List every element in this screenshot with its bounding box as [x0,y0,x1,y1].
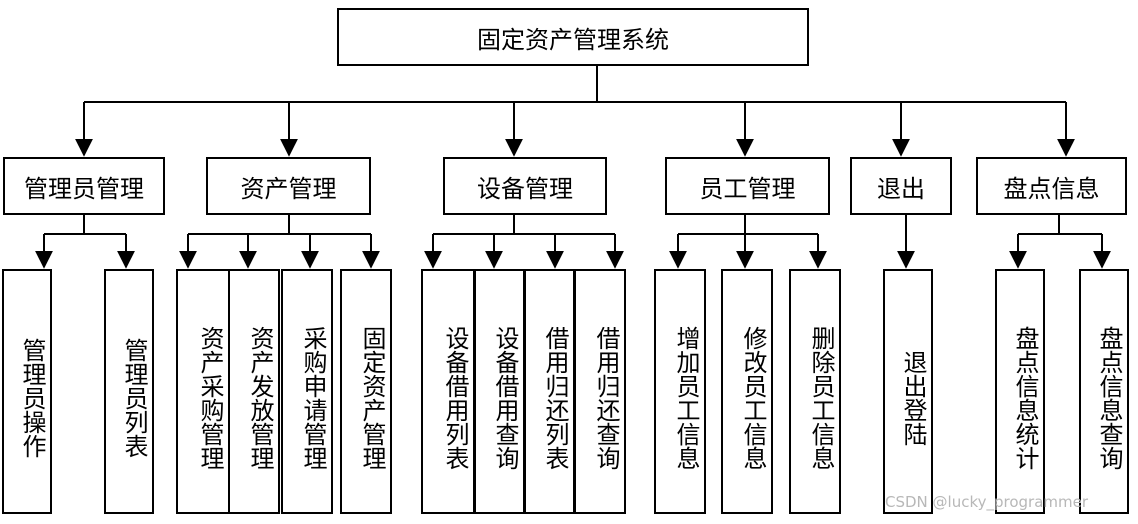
leaf-label: 删除员工信息 [807,325,835,470]
leaf-return-query: 借用归还查询 [574,269,626,514]
section-label: 管理员管理 [24,174,144,203]
leaf-label: 资产发放管理 [246,325,274,470]
leaf-label: 管理员操作 [18,337,46,458]
leaf-delete-employee: 删除员工信息 [789,269,841,514]
leaf-label: 采购申请管理 [299,325,327,470]
leaf-label: 借用归还查询 [592,325,620,470]
leaf-label: 增加员工信息 [672,325,700,470]
section-label: 资产管理 [240,174,337,203]
section-employee-management: 员工管理 [665,157,830,215]
leaf-admin-list: 管理员列表 [104,269,154,514]
section-equipment-management: 设备管理 [443,157,607,215]
leaf-label: 固定资产管理 [358,325,386,470]
leaf-asset-purchase: 资产采购管理 [176,269,230,514]
leaf-purchase-request: 采购申请管理 [281,269,333,514]
leaf-logout: 退出登陆 [883,269,933,514]
leaf-label: 修改员工信息 [739,325,767,470]
leaf-label: 盘点信息查询 [1095,325,1123,470]
leaf-label: 管理员列表 [120,337,148,458]
leaf-inventory-query: 盘点信息查询 [1079,269,1129,514]
section-inventory-info: 盘点信息 [976,157,1127,215]
section-label: 盘点信息 [1003,174,1100,203]
leaf-label: 资产采购管理 [196,325,224,470]
leaf-label: 设备借用列表 [441,325,469,470]
leaf-label: 盘点信息统计 [1011,325,1039,470]
watermark: CSDN @lucky_programmer [885,493,1089,511]
root-label: 固定资产管理系统 [477,25,669,54]
leaf-label: 借用归还列表 [541,325,569,470]
leaf-inventory-stats: 盘点信息统计 [995,269,1045,514]
section-asset-management: 资产管理 [206,157,371,215]
leaf-equipment-borrow-list: 设备借用列表 [421,269,475,514]
section-label: 设备管理 [477,174,573,203]
section-label: 退出 [877,174,925,203]
leaf-label: 设备借用查询 [491,325,519,470]
leaf-asset-distribution: 资产发放管理 [228,269,280,514]
leaf-equipment-borrow-query: 设备借用查询 [474,269,525,514]
leaf-fixed-asset: 固定资产管理 [340,269,392,514]
leaf-edit-employee: 修改员工信息 [721,269,773,514]
leaf-add-employee: 增加员工信息 [654,269,706,514]
section-label: 员工管理 [699,174,796,203]
section-admin-management: 管理员管理 [3,157,165,215]
leaf-admin-operation: 管理员操作 [2,269,52,514]
leaf-label: 退出登陆 [899,349,927,446]
section-exit: 退出 [850,157,952,215]
leaf-return-list: 借用归还列表 [524,269,575,514]
root-node: 固定资产管理系统 [337,8,809,66]
